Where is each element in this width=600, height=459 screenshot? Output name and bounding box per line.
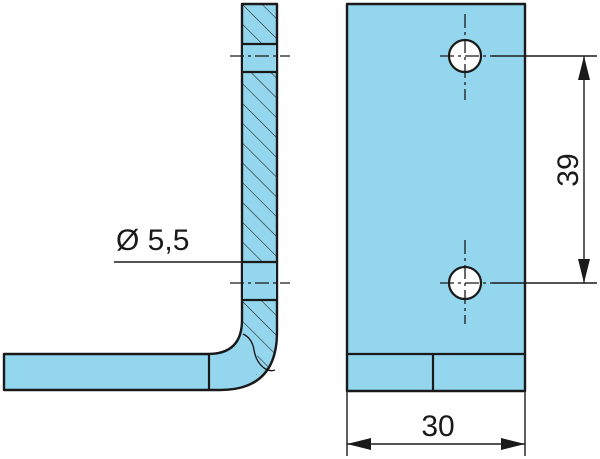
width-dimension: 30 [346,391,526,456]
spacing-arrow-bottom [578,259,590,283]
section-hatching-middle [242,72,277,262]
section-hatching-upper [242,4,277,44]
hole-spacing-dimension: 39 [492,55,597,284]
front-view [345,2,527,393]
side-view: Ø 5,5 [2,2,290,392]
section-break-line [242,333,276,372]
hole-diameter-label: Ø 5,5 [116,224,189,257]
spacing-arrow-top [578,56,590,80]
width-arrow-right [501,438,525,450]
section-hatching-bend [242,300,277,375]
side-view-outline [2,2,279,392]
hole-spacing-label: 39 [552,153,585,186]
width-label: 30 [421,410,454,443]
lower-hole-bore [243,262,276,300]
upper-hole-bore [243,44,276,72]
width-arrow-left [347,438,371,450]
front-view-plate [345,2,527,393]
